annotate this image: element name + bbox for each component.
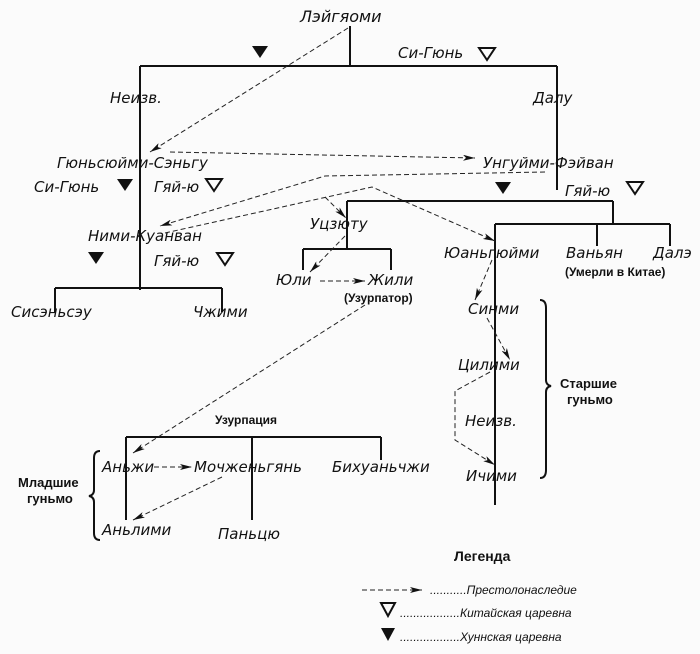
person-anzhi: Аньжи	[101, 458, 154, 476]
hunnic-princess-icon	[495, 182, 511, 194]
person-mochzhenyan: Мочженьгянь	[194, 458, 302, 476]
note-usurpation: Узурпация	[215, 413, 277, 427]
hunnic-princess-icon	[88, 252, 104, 264]
person-leigyaomi: Лэйгяоми	[299, 7, 382, 26]
succession-utszyutu-to-yuli	[309, 235, 346, 273]
spouse-gyai-yu-2: Гяй-ю	[565, 182, 610, 200]
chinese-princess-icon	[625, 181, 645, 196]
succession-zhili-to-anzhi	[132, 304, 366, 454]
legend-chinese-princess-label: ..................Китайская царевна	[400, 606, 572, 620]
succession-ungyuimi-to-nimi	[159, 171, 546, 227]
group-labels: Старшие гуньмо Младшие гуньмо	[18, 376, 617, 506]
person-ungyuimi-feivan: Унгуйми-Фэйван	[483, 154, 614, 172]
person-vanyan: Ваньян	[566, 244, 623, 262]
succession-gyunsyuimi-to-ungyuimi	[169, 151, 476, 161]
legend-hunnic-princess-label: ..................Хуннская царевна	[400, 630, 562, 644]
succession-yuanguimi-to-sinmi	[474, 259, 493, 301]
person-dale: Далэ	[652, 244, 692, 262]
spouse-markers	[88, 46, 645, 267]
junior-gunmo-label-line1: Младшие	[18, 475, 79, 490]
person-zhili: Жили	[367, 271, 413, 289]
legend-hunnic-princess-icon	[381, 628, 395, 641]
spouse-si-gyun-chinese: Си-Гюнь	[398, 44, 463, 62]
chinese-princess-icon	[215, 252, 235, 267]
spouse-gyai-yu-1: Гяй-ю	[154, 178, 199, 196]
succession-sinmi-to-tsilimi	[486, 317, 511, 361]
junior-gunmo-brace	[88, 450, 101, 541]
person-gyunsyuimi-sengu: Гюньсюйми-Сэньгу	[57, 154, 209, 172]
succession-tsilimi-to-ichimi	[454, 371, 496, 466]
senior-gunmo-label-line2: гуньмо	[567, 392, 613, 407]
note-usurper: (Узурпатор)	[344, 291, 413, 305]
person-utszyutu: Уцзюту	[310, 215, 369, 233]
senior-gunmo-brace	[539, 299, 552, 479]
person-labels: Лэйгяоми Си-Гюнь Неизв. Далу Гюньсюйми-С…	[11, 7, 692, 543]
person-nimi-kuanvan: Ними-Куанван	[88, 227, 202, 245]
junior-gunmo-label-line2: гуньмо	[27, 491, 73, 506]
person-yuli: Юли	[276, 271, 312, 289]
legend: Легенда ...........Престолонаследие ....…	[362, 548, 577, 644]
chinese-princess-icon	[477, 47, 497, 62]
succession-arrows	[132, 27, 546, 521]
chinese-princess-icon	[204, 178, 224, 193]
person-neizv-mid: Неизв.	[465, 412, 517, 430]
succession-nimi-to-yuanguimi	[164, 186, 496, 242]
person-neizv-top: Неизв.	[110, 89, 162, 107]
succession-to-utszyutu	[324, 196, 347, 219]
hunnic-princess-icon	[117, 179, 133, 191]
hunnic-princess-icon	[252, 46, 268, 58]
succession-leigyaomi-to-gyunsyuimi	[149, 27, 349, 153]
person-sisenseu: Сисэньсэу	[11, 303, 93, 321]
note-died-in-china: (Умерли в Китае)	[565, 265, 665, 279]
legend-title: Легенда	[454, 548, 511, 564]
person-ichimi: Ичими	[466, 467, 517, 485]
succession-mochzhenyan-to-anlimi	[132, 476, 223, 521]
spouse-gyai-yu-3: Гяй-ю	[154, 252, 199, 270]
person-anlimi: Аньлими	[101, 521, 172, 539]
person-sinmi: Синми	[468, 300, 519, 318]
legend-chinese-princess-icon	[379, 602, 397, 619]
spouse-si-gyun-hunnic: Си-Гюнь	[34, 178, 99, 196]
person-bikhuanchzhi: Бихуаньчжи	[332, 458, 430, 476]
senior-gunmo-label-line1: Старшие	[560, 376, 617, 391]
person-chzhimi: Чжими	[193, 303, 248, 321]
person-yuanguimi: Юаньгюйми	[444, 244, 540, 262]
legend-succession-label: ...........Престолонаследие	[430, 583, 577, 597]
tree-lines	[54, 26, 671, 520]
person-tsilimi: Цилими	[458, 356, 520, 374]
person-pantsyu: Паньцю	[218, 525, 280, 543]
person-dalu: Далу	[532, 89, 573, 107]
